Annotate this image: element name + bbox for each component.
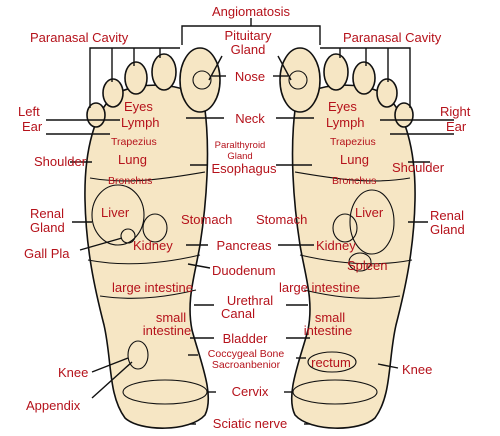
label-knee-right: Knee <box>402 362 432 377</box>
label-stomach-right: Stomach <box>256 212 307 227</box>
right-waist-line <box>299 254 413 265</box>
label-small-right: small <box>315 310 345 325</box>
label-shoulder-right: Shoulder <box>392 160 445 175</box>
label-right-ear: Ear <box>446 119 467 134</box>
label-left-ear: Ear <box>22 119 43 134</box>
label-appendix: Appendix <box>26 398 81 413</box>
right-foot-sole <box>290 84 416 429</box>
label-large-intestine-right: large intestine <box>279 280 360 295</box>
label-duodenum: Duodenum <box>212 263 276 278</box>
label-lung-right: Lung <box>340 152 369 167</box>
left-waist-line <box>87 254 201 265</box>
label-liver-left: Liver <box>101 205 130 220</box>
label-esophagus: Esophagus <box>211 161 277 176</box>
label-trapezius-right: Trapezius <box>330 136 376 148</box>
left-foot-toe-5 <box>86 102 106 128</box>
label-kidney-right: Kidney <box>316 238 356 253</box>
left-foot-sole <box>84 84 210 429</box>
label-coccygeal-bone: Coccygeal Bone <box>208 348 285 360</box>
left-foot-toe-4 <box>102 78 124 108</box>
right-foot-toe-5 <box>394 102 414 128</box>
left-liver-zone <box>91 184 145 246</box>
label-intestine-right: intestine <box>304 323 352 338</box>
right-rectum-zone <box>307 351 357 373</box>
label-sacroanbenior: Sacroanbenior <box>212 359 281 371</box>
label-pituitary: Pituitary <box>225 28 272 43</box>
label-urethral: Urethral <box>227 293 273 308</box>
left-intestine-line <box>99 289 197 299</box>
right-foot-big-toe <box>279 47 321 113</box>
label-eyes-left: Eyes <box>124 99 153 114</box>
left-foot <box>84 47 221 429</box>
label-cervix: Cervix <box>232 384 269 399</box>
right-liver-zone <box>349 189 395 255</box>
right-spleen-zone <box>348 252 372 272</box>
label-gall-pla: Gall Pla <box>24 246 70 261</box>
label-angiomatosis: Angiomatosis <box>212 4 291 19</box>
label-renal-gland-right: Gland <box>430 222 465 237</box>
left-foot-big-toe <box>179 47 221 113</box>
left-foot-toe-3 <box>124 61 148 95</box>
label-intestine-left: intestine <box>143 323 191 338</box>
label-eyes-right: Eyes <box>328 99 357 114</box>
label-right: Right <box>440 104 471 119</box>
label-large-intestine-left: large intestine <box>112 280 193 295</box>
label-shoulder-left: Shoulder <box>34 154 87 169</box>
label-bronchus-right: Bronchus <box>332 175 376 187</box>
label-kidney-left: Kidney <box>133 238 173 253</box>
label-nose: Nose <box>235 69 265 84</box>
label-rectum: rectum <box>311 355 351 370</box>
label-stomach-left: Stomach <box>181 212 232 227</box>
label-neck: Neck <box>235 111 265 126</box>
label-lung-left: Lung <box>118 152 147 167</box>
right-kidney-zone <box>332 213 358 243</box>
label-renal-right: Renal <box>430 208 464 223</box>
label-paralthyroid: Paralthyroid <box>215 140 266 151</box>
left-pituitary-zone <box>192 70 212 90</box>
leader-lines <box>46 18 454 425</box>
right-pituitary-zone <box>288 70 308 90</box>
label-lymph-left: Lymph <box>121 115 160 130</box>
label-lymph-right: Lymph <box>326 115 365 130</box>
right-foot-toe-2 <box>323 53 349 91</box>
right-foot-toe-4 <box>376 78 398 108</box>
left-kidney-zone <box>142 213 168 243</box>
label-paralthyroid-gland: Gland <box>227 151 252 162</box>
label-sciatic-nerve: Sciatic nerve <box>213 416 287 431</box>
right-foot-toe-3 <box>352 61 376 95</box>
right-foot <box>279 47 416 429</box>
right-ball-line <box>294 171 411 182</box>
label-renal-left: Renal <box>30 206 64 221</box>
left-foot-toe-2 <box>151 53 177 91</box>
right-intestine-line <box>303 289 401 299</box>
label-bladder: Bladder <box>223 331 268 346</box>
label-bronchus-left: Bronchus <box>108 175 152 187</box>
label-spleen: Spleen <box>347 258 387 273</box>
label-pituitary-gland: Gland <box>231 42 266 57</box>
label-left: Left <box>18 104 40 119</box>
label-pancreas: Pancreas <box>217 238 272 253</box>
label-small-left: small <box>156 310 186 325</box>
label-canal: Canal <box>221 306 255 321</box>
label-liver-right: Liver <box>355 205 384 220</box>
label-renal-gland-left: Gland <box>30 220 65 235</box>
label-paranasal-cavity-right: Paranasal Cavity <box>343 30 442 45</box>
labels: Angiomatosis Paranasal Cavity Paranasal … <box>18 4 471 431</box>
left-gallbladder-zone <box>120 228 136 244</box>
label-paranasal-cavity-left: Paranasal Cavity <box>30 30 129 45</box>
left-knee-zone <box>127 340 149 370</box>
label-trapezius-left: Trapezius <box>111 136 157 148</box>
label-knee-left: Knee <box>58 365 88 380</box>
left-ball-line <box>89 171 206 182</box>
